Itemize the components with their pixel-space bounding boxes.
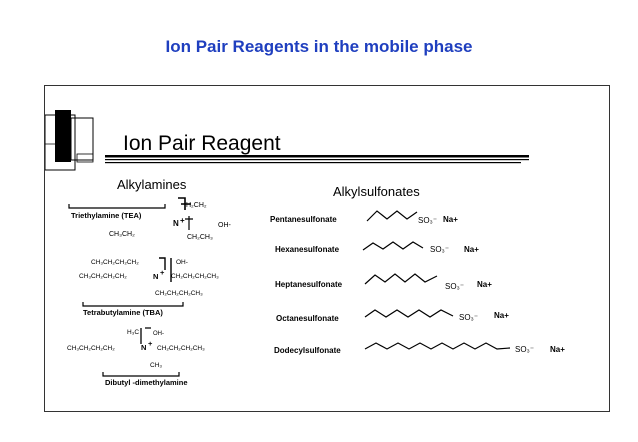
tba-top-chain: CH₃CH₂CH₂CH₂ xyxy=(91,259,139,266)
heading-underline-bars xyxy=(105,155,529,164)
tba-nitrogen: N xyxy=(153,272,158,281)
dbdma-left-chain: CH₃CH₂CH₂CH₂ xyxy=(67,345,115,352)
sulfonate-group: SO₃⁻ xyxy=(445,282,464,291)
sulfonate-group: SO₃⁻ xyxy=(418,216,437,225)
tea-nitrogen: N xyxy=(173,219,179,228)
sulfonate-name: Heptanesulfonate xyxy=(275,280,343,289)
dbdma-nitrogen: N xyxy=(141,343,146,352)
inner-heading: Ion Pair Reagent xyxy=(123,132,281,155)
tea-name: Triethylamine (TEA) xyxy=(71,211,142,220)
sulfonate-row: Heptanesulfonate SO₃⁻ Na+ xyxy=(275,273,492,291)
sulfonate-row: Hexanesulfonate SO₃⁻ Na+ xyxy=(275,241,479,254)
tba-left-chain: CH₃CH₂CH₂CH₂ xyxy=(79,273,127,280)
sulfonate-name: Hexanesulfonate xyxy=(275,245,340,254)
tea-left-group: CH₃CH₂ xyxy=(109,231,135,238)
svg-text:+: + xyxy=(160,268,165,277)
alkylamines-header: Alkylamines xyxy=(117,177,187,192)
sulfonate-group: SO₃⁻ xyxy=(515,345,534,354)
dbdma-structure: H₃C OH- CH₃CH₂CH₂CH₂ N + CH₂CH₂CH₂CH₃ CH… xyxy=(67,327,205,387)
sulfonate-name: Pentanesulfonate xyxy=(270,215,337,224)
tba-structure: CH₃CH₂CH₂CH₂ OH- CH₃CH₂CH₂CH₂ N + CH₂CH₂… xyxy=(79,257,219,317)
sulfonate-row: Dodecylsulfonate SO₃⁻ Na+ xyxy=(274,342,565,355)
dbdma-ch3: CH₃ xyxy=(150,362,162,369)
sulfonate-counter-ion: Na+ xyxy=(464,245,479,254)
sulfonate-row: Octanesulfonate SO₃⁻ Na+ xyxy=(276,309,509,323)
dbdma-oh: OH- xyxy=(153,331,164,337)
inner-slide-canvas: Ion Pair Reagent Alkylamines Triethylami… xyxy=(44,110,565,387)
tea-oh: OH- xyxy=(218,222,232,229)
svg-text:+: + xyxy=(180,216,185,225)
tba-oh: OH- xyxy=(176,259,188,266)
dbdma-name: Dibutyl -dimethylamine xyxy=(105,378,188,387)
tba-right-chain: CH₂CH₂CH₂CH₃ xyxy=(171,273,219,280)
tea-right-group: CH₂CH₃ xyxy=(187,234,213,241)
tea-top-group: H₂CH₂ xyxy=(186,202,207,209)
tba-name: Tetrabutylamine (TBA) xyxy=(83,308,163,317)
sulfonate-counter-ion: Na+ xyxy=(494,311,509,320)
tba-bottom-chain: CH₂CH₂CH₂CH₃ xyxy=(155,290,203,297)
slide-title: Ion Pair Reagents in the mobile phase xyxy=(165,37,473,56)
sulfonate-counter-ion: Na+ xyxy=(550,345,565,354)
corner-logo-graphic xyxy=(44,110,94,171)
tea-structure: Triethylamine (TEA) H₂CH₂ N + OH- CH₃CH₂… xyxy=(68,197,232,241)
sulfonate-name: Octanesulfonate xyxy=(276,314,339,323)
dbdma-right-chain: CH₂CH₂CH₂CH₃ xyxy=(157,345,205,352)
sulfonate-group: SO₃⁻ xyxy=(459,313,478,322)
sulfonate-counter-ion: Na+ xyxy=(477,280,492,289)
sulfonate-name: Dodecylsulfonate xyxy=(274,346,341,355)
inner-slide-frame: Ion Pair Reagent Alkylamines Triethylami… xyxy=(44,85,610,412)
sulfonate-row: Pentanesulfonate SO₃⁻ Na+ xyxy=(270,210,458,225)
sulfonate-group: SO₃⁻ xyxy=(430,245,449,254)
dbdma-h3c: H₃C xyxy=(127,329,139,336)
sulfonate-counter-ion: Na+ xyxy=(443,215,458,224)
alkylsulfonates-header: Alkylsulfonates xyxy=(333,184,420,199)
svg-text:+: + xyxy=(148,339,153,348)
